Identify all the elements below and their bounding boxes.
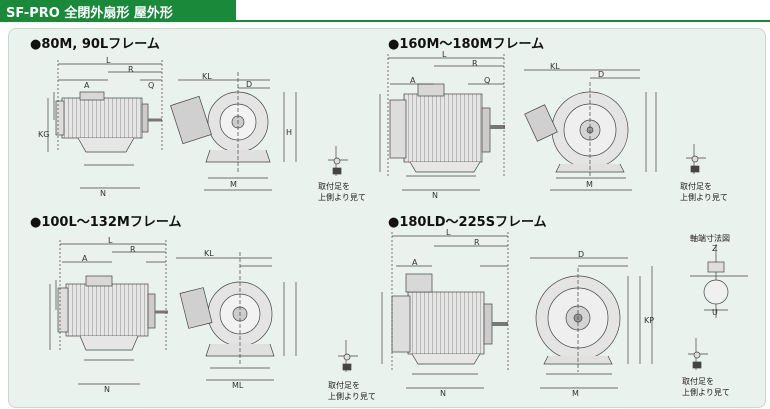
dim-label: A — [412, 258, 418, 267]
foot-detail-160m — [686, 144, 706, 174]
dim-label: N — [104, 385, 110, 394]
mount-note-160m: 取付足を上側より見て — [680, 182, 728, 202]
dim-label: Q — [484, 76, 491, 85]
dim-label: L — [446, 228, 451, 237]
dim-label: R — [130, 245, 136, 254]
dim-label: U — [712, 308, 718, 317]
side-view-100l — [49, 240, 168, 385]
dim-label: ML — [232, 381, 244, 390]
header-title-bar — [0, 0, 236, 22]
dim-label: L — [106, 56, 111, 65]
dim-label: M — [230, 180, 237, 189]
dim-label: KG — [38, 130, 50, 139]
page-header: SF-PRO 全閉外扇形 屋外形 — [0, 0, 770, 22]
dim-label: L — [108, 236, 113, 245]
shaft-detail-title: 軸端寸法図 — [690, 234, 730, 243]
side-view-160m — [379, 54, 505, 191]
dim-label: M — [586, 180, 593, 189]
dim-label: R — [128, 65, 134, 74]
dim-label: A — [82, 254, 88, 263]
header-title: SF-PRO 全閉外扇形 屋外形 — [6, 6, 173, 21]
dim-label: Q — [148, 81, 155, 90]
dim-label: A — [410, 76, 416, 85]
dim-label: Z — [712, 244, 718, 253]
dim-label: D — [598, 70, 605, 79]
front-view-100l — [176, 252, 297, 381]
dim-label: KP — [644, 316, 655, 325]
dim-label: KL — [202, 72, 212, 81]
dim-label: N — [440, 389, 446, 398]
dim-label: M — [572, 389, 579, 398]
dim-label: N — [432, 191, 438, 200]
section-title-80m-90l: ●80M, 90Lフレーム — [30, 37, 160, 52]
mount-note-100l: 取付足を上側より見て — [328, 381, 376, 401]
dim-label: KL — [204, 249, 214, 258]
dim-label: A — [84, 81, 90, 90]
header-rule — [0, 20, 770, 22]
front-view-180ld — [530, 257, 653, 389]
mount-note-80m: 取付足を上側より見て — [318, 182, 366, 202]
dim-label: L — [442, 50, 447, 59]
side-view-80m — [47, 60, 163, 189]
dim-label: KL — [550, 62, 560, 71]
foot-detail-100l — [338, 340, 358, 372]
foot-detail-80m — [328, 146, 348, 176]
front-view-160m — [524, 69, 657, 191]
dim-label: N — [100, 189, 106, 198]
shaft-detail — [690, 244, 748, 318]
dim-label: R — [472, 59, 478, 68]
dim-label: H — [286, 128, 293, 137]
foot-detail-180ld — [688, 338, 708, 370]
dim-label: R — [474, 238, 480, 247]
dim-label: D — [578, 250, 585, 259]
mount-note-180ld: 取付足を上側より見て — [682, 377, 730, 397]
section-title-180ld-225s: ●180LD～225Sフレーム — [388, 215, 547, 230]
section-title-100l-132m: ●100L～132Mフレーム — [30, 215, 182, 230]
side-view-180ld — [381, 232, 509, 389]
dim-label: D — [246, 80, 253, 89]
front-view-80m — [170, 72, 297, 191]
section-title-160m-180m: ●160M～180Mフレーム — [388, 37, 545, 52]
